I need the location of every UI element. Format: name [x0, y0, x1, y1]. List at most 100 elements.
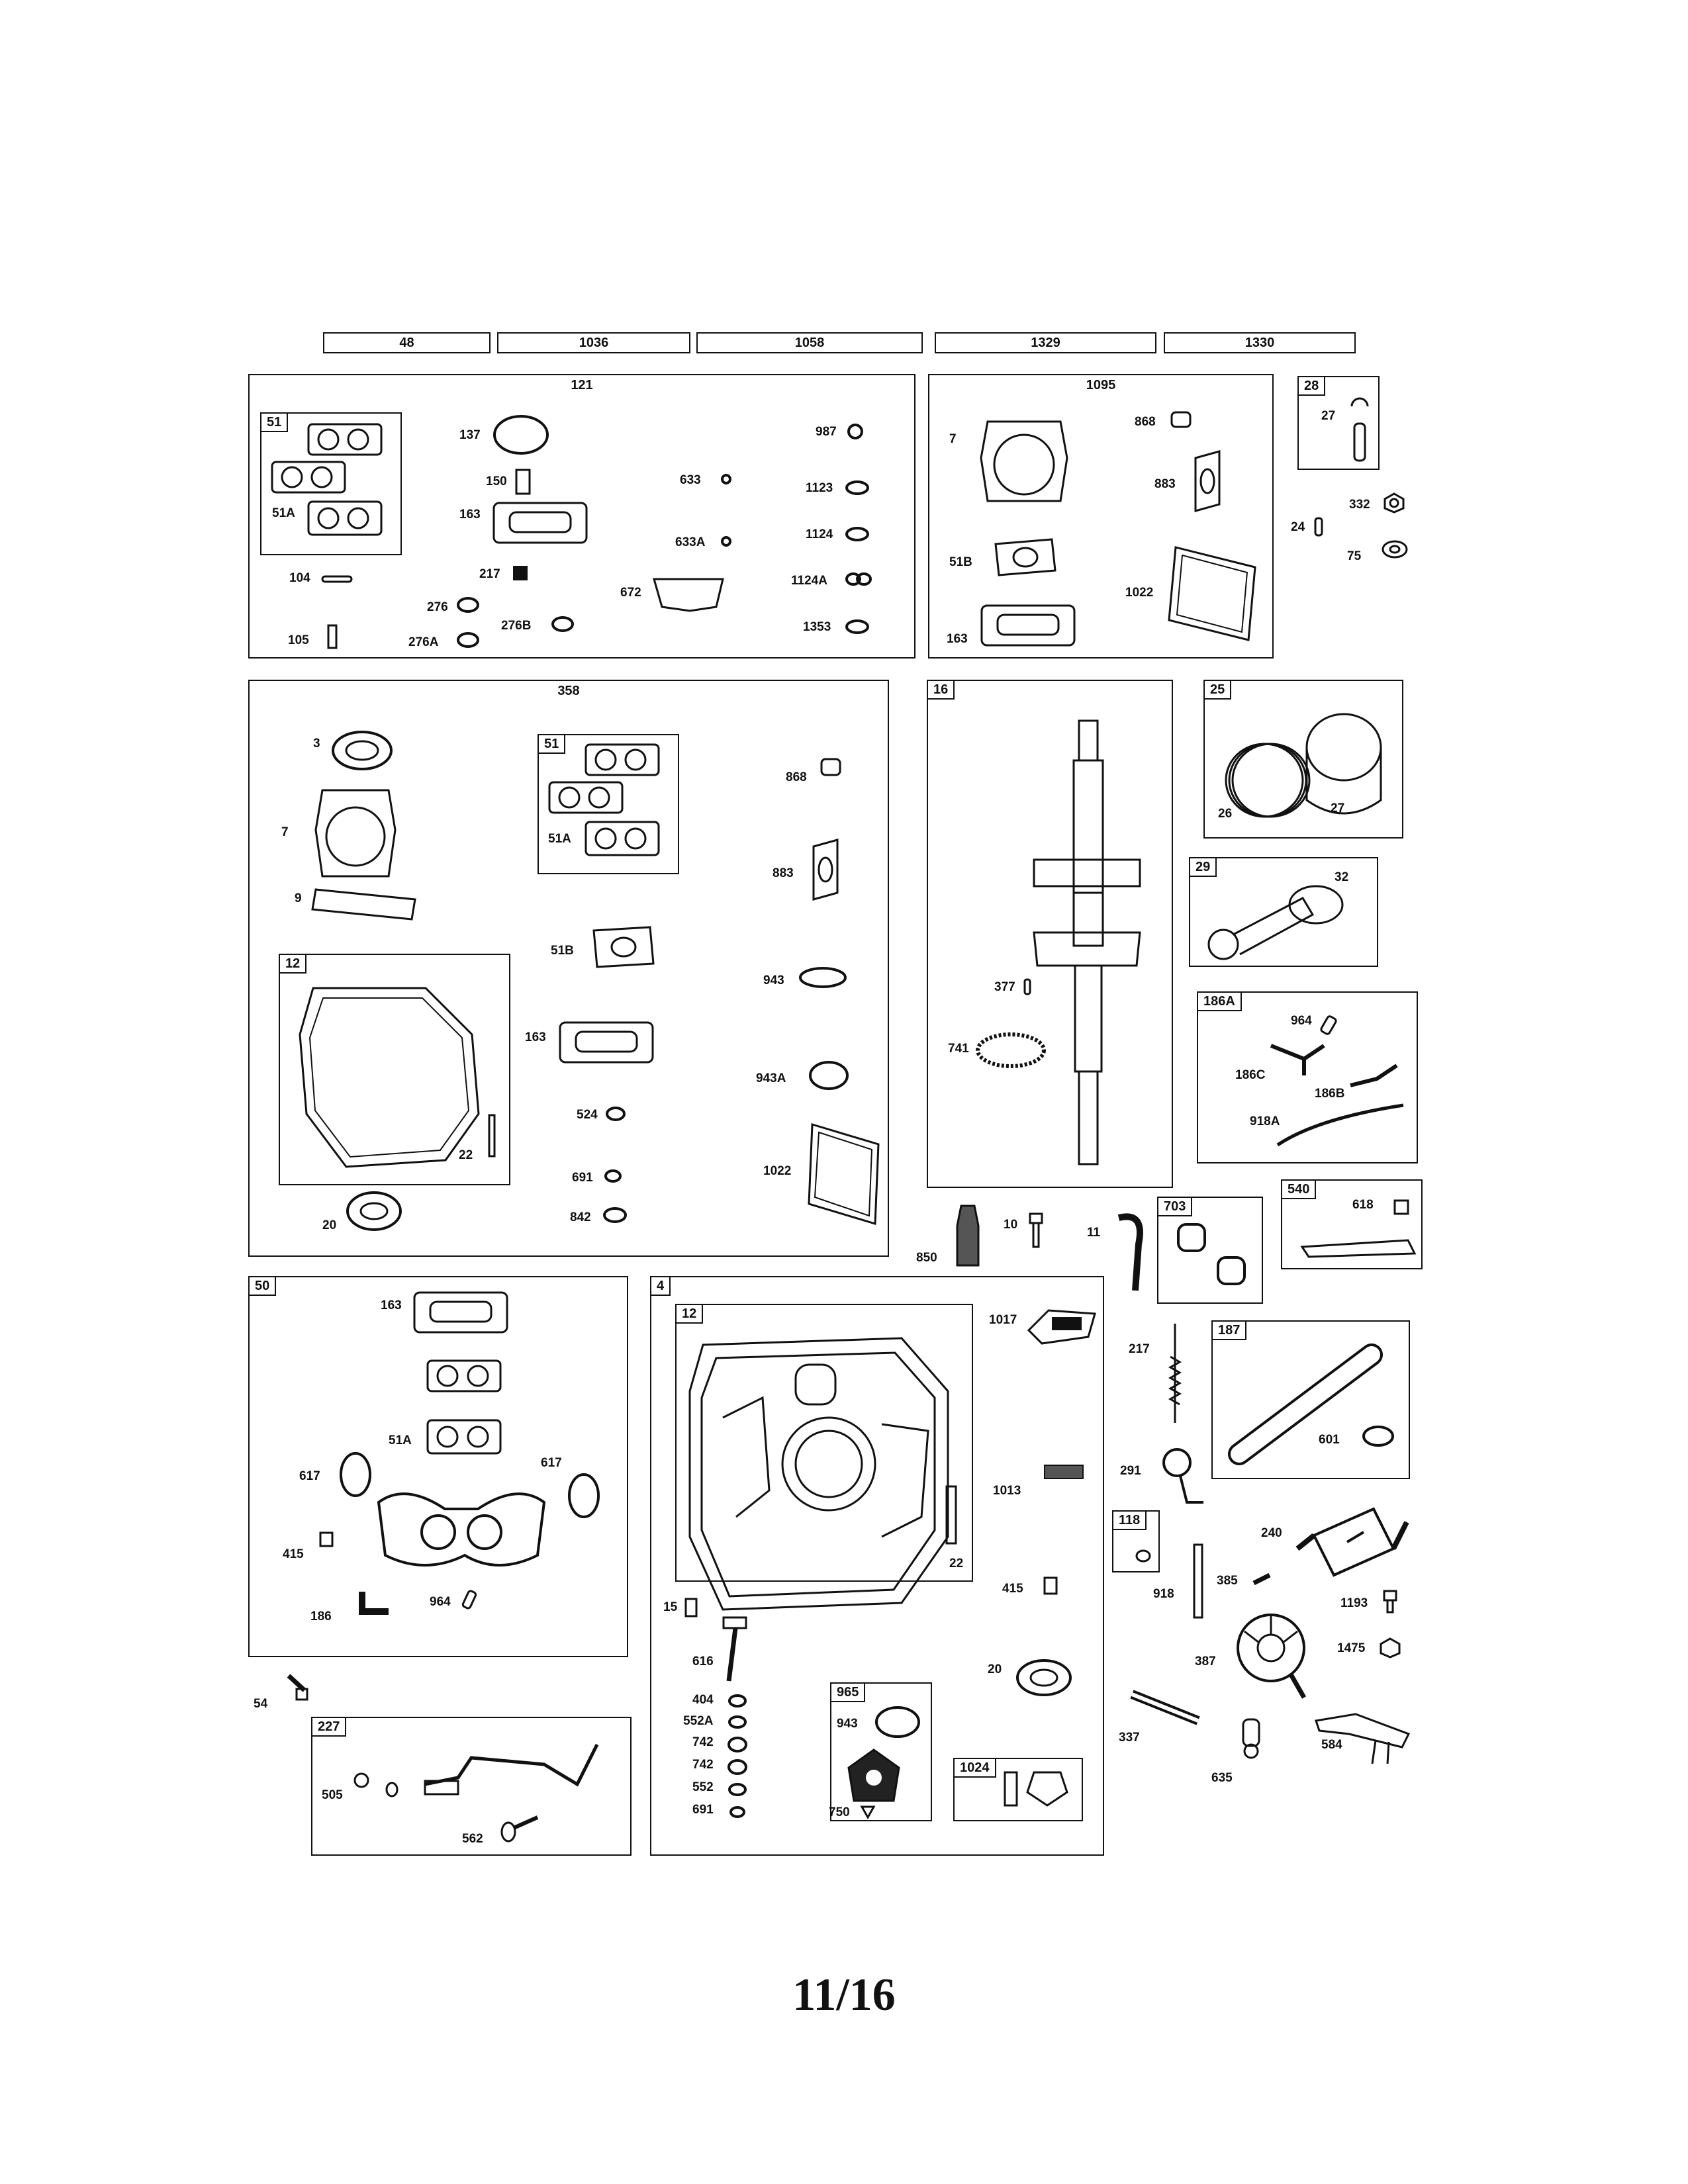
oring-943A-drawing	[809, 1061, 849, 1090]
label-943: 943	[837, 1717, 858, 1731]
hose-187-drawing	[1228, 1343, 1383, 1465]
label-987: 987	[816, 425, 837, 439]
label-20: 20	[322, 1218, 337, 1232]
oring-617-left-drawing	[340, 1452, 371, 1497]
label-332: 332	[1349, 498, 1370, 512]
label-51A: 51A	[389, 1433, 412, 1447]
spark-plug-337-drawing	[1130, 1690, 1200, 1725]
model-header-48: 48	[323, 332, 491, 353]
blade-618-drawing	[1300, 1199, 1417, 1258]
group-118: 118	[1112, 1510, 1160, 1572]
model-header-1058: 1058	[696, 332, 923, 353]
oring-943-drawing	[799, 967, 847, 988]
label-291: 291	[1120, 1464, 1141, 1478]
relief-valve-drawing	[1004, 1771, 1068, 1807]
model-header-1329: 1329	[935, 332, 1156, 353]
group-tag: 16	[927, 680, 955, 700]
group-title: 358	[557, 684, 580, 698]
label-1475: 1475	[1337, 1641, 1366, 1655]
label-584: 584	[1321, 1738, 1342, 1752]
label-186C: 186C	[1235, 1068, 1266, 1082]
washer-276-drawing	[457, 597, 479, 613]
gear-741-drawing	[976, 1032, 1046, 1068]
label-105: 105	[288, 633, 309, 647]
group-tag: 25	[1203, 680, 1232, 700]
group-tag: 540	[1281, 1179, 1317, 1199]
label-163: 163	[381, 1298, 402, 1312]
label-1193: 1193	[1340, 1596, 1368, 1610]
label-552A: 552A	[683, 1714, 714, 1728]
gasket-163-drawing	[980, 604, 1076, 647]
nut-633-drawing	[721, 474, 731, 484]
group-tag: 186A	[1197, 991, 1242, 1011]
tube-11-drawing	[1117, 1213, 1143, 1291]
pin-24-drawing	[1314, 517, 1323, 537]
label-691: 691	[692, 1803, 714, 1817]
label-742-lower: 742	[692, 1758, 714, 1772]
label-163: 163	[525, 1030, 546, 1044]
label-1124: 1124	[806, 527, 833, 541]
label-186B: 186B	[1315, 1087, 1345, 1101]
label-868: 868	[1135, 415, 1156, 429]
label-691: 691	[572, 1171, 593, 1185]
subgroup-tag: 51	[538, 734, 566, 754]
cylinder-gasket-7-drawing	[980, 420, 1068, 502]
bolt-22-drawing	[488, 1114, 496, 1158]
label-601: 601	[1319, 1433, 1340, 1447]
subgroup-51: 51	[538, 734, 679, 874]
page-number: 11/16	[792, 1970, 896, 2021]
gasket-51B-drawing	[994, 538, 1056, 576]
label-22: 22	[459, 1148, 473, 1162]
label-618: 618	[1352, 1198, 1374, 1212]
label-1123: 1123	[806, 481, 833, 495]
label-635: 635	[1211, 1771, 1233, 1785]
seal-3-drawing	[332, 731, 393, 770]
spring-217-drawing	[1168, 1324, 1182, 1423]
group-1095: 1095 7 868 883 51B 1022 163	[928, 374, 1274, 659]
pin-104-drawing	[321, 575, 353, 583]
subgroup-tag: 12	[675, 1304, 704, 1324]
label-964: 964	[430, 1595, 451, 1609]
group-tag: 29	[1189, 857, 1217, 877]
hose-918A-drawing	[1276, 1103, 1404, 1147]
label-27: 27	[1321, 409, 1336, 423]
label-387: 387	[1195, 1655, 1216, 1668]
label-415: 415	[283, 1547, 304, 1561]
label-1022: 1022	[1125, 586, 1154, 600]
label-943: 943	[763, 974, 784, 987]
gasket-672-drawing	[653, 578, 724, 612]
washer-75-drawing	[1382, 540, 1408, 559]
label-404: 404	[692, 1693, 714, 1707]
fuel-pump-387-drawing	[1237, 1614, 1307, 1699]
label-918A: 918A	[1250, 1115, 1280, 1128]
nut-1475-drawing	[1380, 1637, 1401, 1659]
label-32: 32	[1335, 870, 1349, 884]
label-51A: 51A	[548, 832, 571, 846]
subgroup-12: 12 22	[279, 954, 510, 1185]
label-51B: 51B	[949, 555, 972, 569]
label-964: 964	[1291, 1014, 1312, 1028]
group-25: 25 26 27	[1203, 680, 1403, 839]
washer-276B-drawing	[551, 616, 574, 632]
seal-1124A-drawing	[845, 572, 872, 586]
clamp-703-drawing	[1177, 1223, 1246, 1285]
label-377: 377	[994, 980, 1015, 994]
label-633: 633	[680, 473, 701, 487]
label-137: 137	[459, 428, 481, 442]
label-11: 11	[1087, 1226, 1101, 1240]
label-617-left: 617	[299, 1469, 320, 1483]
label-3: 3	[313, 737, 320, 751]
plate-150-drawing	[515, 469, 531, 495]
cylinder-gasket-7-drawing	[314, 789, 397, 878]
group-tag: 28	[1297, 376, 1326, 396]
bolt-10-drawing	[1029, 1212, 1043, 1248]
oil-pump-rotor-drawing	[847, 1749, 900, 1802]
label-217: 217	[479, 567, 500, 581]
group-tag: 187	[1211, 1320, 1247, 1340]
label-385: 385	[1217, 1574, 1238, 1588]
subgroup-12: 12 22	[675, 1304, 973, 1611]
label-276: 276	[427, 600, 448, 614]
nut-505-drawing	[353, 1772, 399, 1797]
bolt-22-drawing	[945, 1485, 957, 1545]
washer-842-drawing	[603, 1207, 627, 1223]
